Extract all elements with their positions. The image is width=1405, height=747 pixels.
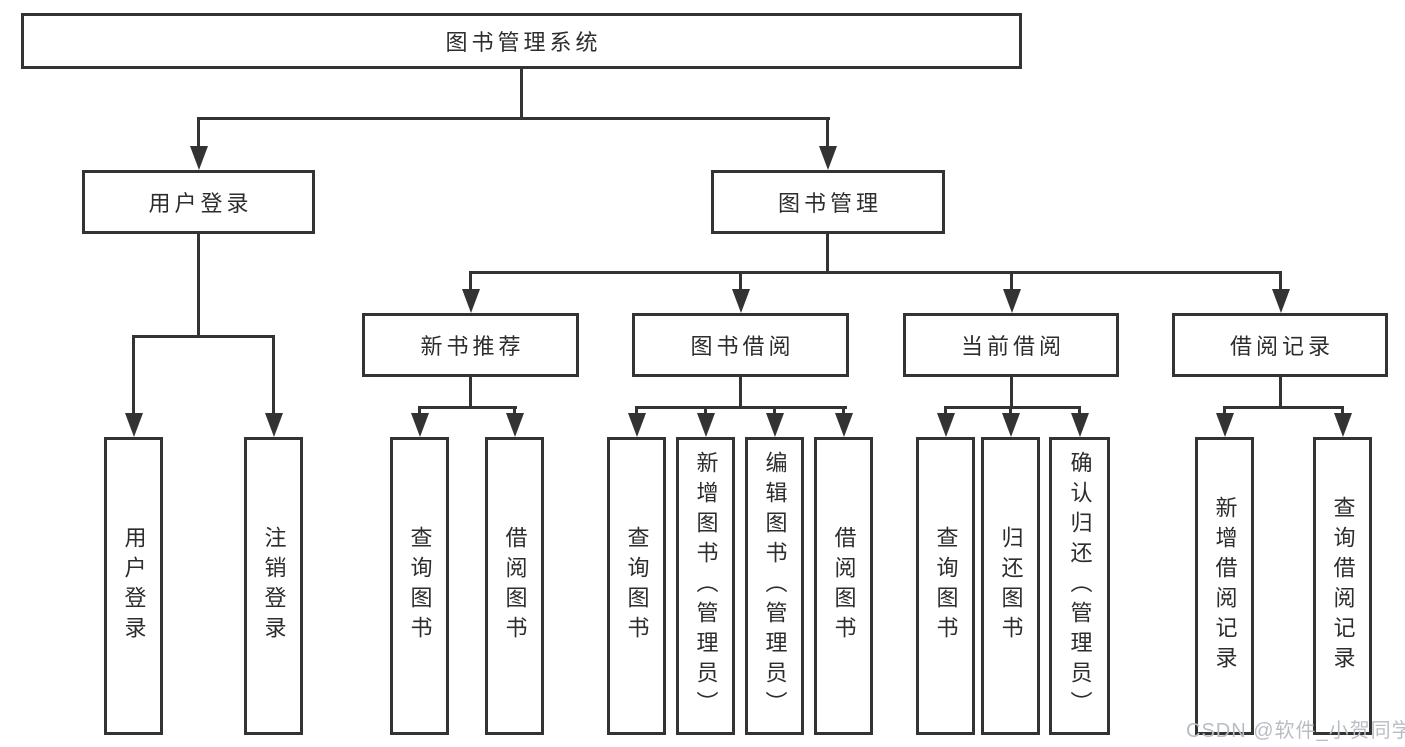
connector-line [132, 335, 275, 338]
node-new-book-recommendation: 新书推荐 [362, 313, 579, 377]
node-current-return-books: 归还图书 [981, 437, 1040, 735]
node-records-add-borrow-record: 新增借阅记录 [1195, 437, 1254, 735]
node-borrowing-add-books-admin: 新增图书（管理员） [676, 437, 735, 735]
connector-line [469, 374, 472, 409]
arrowhead-icon [265, 413, 283, 437]
arrowhead-icon [628, 413, 646, 437]
leaf-label: 借阅图书 [831, 526, 857, 646]
node-logout: 注销登录 [244, 437, 303, 735]
connector-line [826, 232, 829, 274]
arrowhead-icon [1071, 413, 1089, 437]
node-records-query-borrow-record: 查询借阅记录 [1313, 437, 1372, 735]
leaf-label: 编辑图书（管理员） [762, 451, 788, 721]
connector-line [739, 271, 742, 291]
connector-line [418, 406, 421, 417]
node-borrowing-query-books: 查询图书 [607, 437, 666, 735]
arrowhead-icon [1334, 413, 1352, 437]
connector-line [1223, 406, 1226, 417]
node-book-management: 图书管理 [711, 170, 945, 234]
arrowhead-icon [937, 413, 955, 437]
watermark: CSDN @软件_小贺同学 [1186, 720, 1405, 742]
connector-line [1009, 406, 1012, 417]
leaf-label: 归还图书 [998, 526, 1024, 646]
connector-line [132, 335, 135, 413]
connector-line [635, 406, 847, 409]
node-current-confirm-return-admin: 确认归还（管理员） [1049, 437, 1110, 735]
arrowhead-icon [732, 289, 750, 313]
leaf-label: 查询图书 [933, 526, 959, 646]
connector-line [197, 232, 200, 337]
connector-line [704, 406, 707, 417]
connector-line [1010, 271, 1013, 291]
connector-line [1010, 374, 1013, 409]
leaf-label: 查询借阅记录 [1330, 496, 1356, 676]
connector-line [944, 406, 1081, 409]
arrowhead-icon [125, 413, 143, 437]
arrowhead-icon [1003, 289, 1021, 313]
leaf-label: 借阅图书 [502, 526, 528, 646]
connector-line [197, 117, 830, 120]
node-user-login-action: 用户登录 [104, 437, 163, 735]
node-borrowing-borrow-books: 借阅图书 [814, 437, 873, 735]
connector-line [520, 66, 523, 119]
connector-line [842, 406, 845, 417]
arrowhead-icon [462, 289, 480, 313]
node-current-query-books: 查询图书 [916, 437, 975, 735]
arrowhead-icon [506, 413, 524, 437]
leaf-label: 查询图书 [624, 526, 650, 646]
leaf-label: 新增借阅记录 [1212, 496, 1238, 676]
node-recommend-borrow-books: 借阅图书 [485, 437, 544, 735]
leaf-label: 确认归还（管理员） [1067, 451, 1093, 721]
connector-line [469, 271, 1282, 274]
connector-line [469, 271, 472, 291]
arrowhead-icon [819, 146, 837, 170]
connector-line [272, 335, 275, 413]
node-book-borrowing: 图书借阅 [632, 313, 849, 377]
leaf-label: 新增图书（管理员） [693, 451, 719, 721]
connector-line [1341, 406, 1344, 417]
arrowhead-icon [1002, 413, 1020, 437]
node-user-login: 用户登录 [82, 170, 315, 234]
arrowhead-icon [835, 413, 853, 437]
connector-line [418, 406, 517, 409]
connector-line [635, 406, 638, 417]
connector-line [1279, 271, 1282, 291]
connector-line [739, 374, 742, 409]
connector-line [773, 406, 776, 417]
connector-line [1078, 406, 1081, 417]
leaf-label: 查询图书 [407, 526, 433, 646]
leaf-label: 用户登录 [121, 526, 147, 646]
connector-line [826, 117, 829, 149]
arrowhead-icon [1216, 413, 1234, 437]
arrowhead-icon [190, 146, 208, 170]
node-current-borrowing: 当前借阅 [903, 313, 1119, 377]
connector-line [944, 406, 947, 417]
node-borrowing-records: 借阅记录 [1172, 313, 1388, 377]
connector-line [1223, 406, 1344, 409]
arrowhead-icon [411, 413, 429, 437]
connector-line [513, 406, 516, 417]
node-library-management-system: 图书管理系统 [21, 13, 1022, 69]
node-recommend-query-books: 查询图书 [390, 437, 449, 735]
connector-line [197, 117, 200, 149]
connector-line [1279, 374, 1282, 409]
leaf-label: 注销登录 [261, 526, 287, 646]
arrowhead-icon [697, 413, 715, 437]
node-borrowing-edit-books-admin: 编辑图书（管理员） [745, 437, 804, 735]
arrowhead-icon [766, 413, 784, 437]
arrowhead-icon [1272, 289, 1290, 313]
